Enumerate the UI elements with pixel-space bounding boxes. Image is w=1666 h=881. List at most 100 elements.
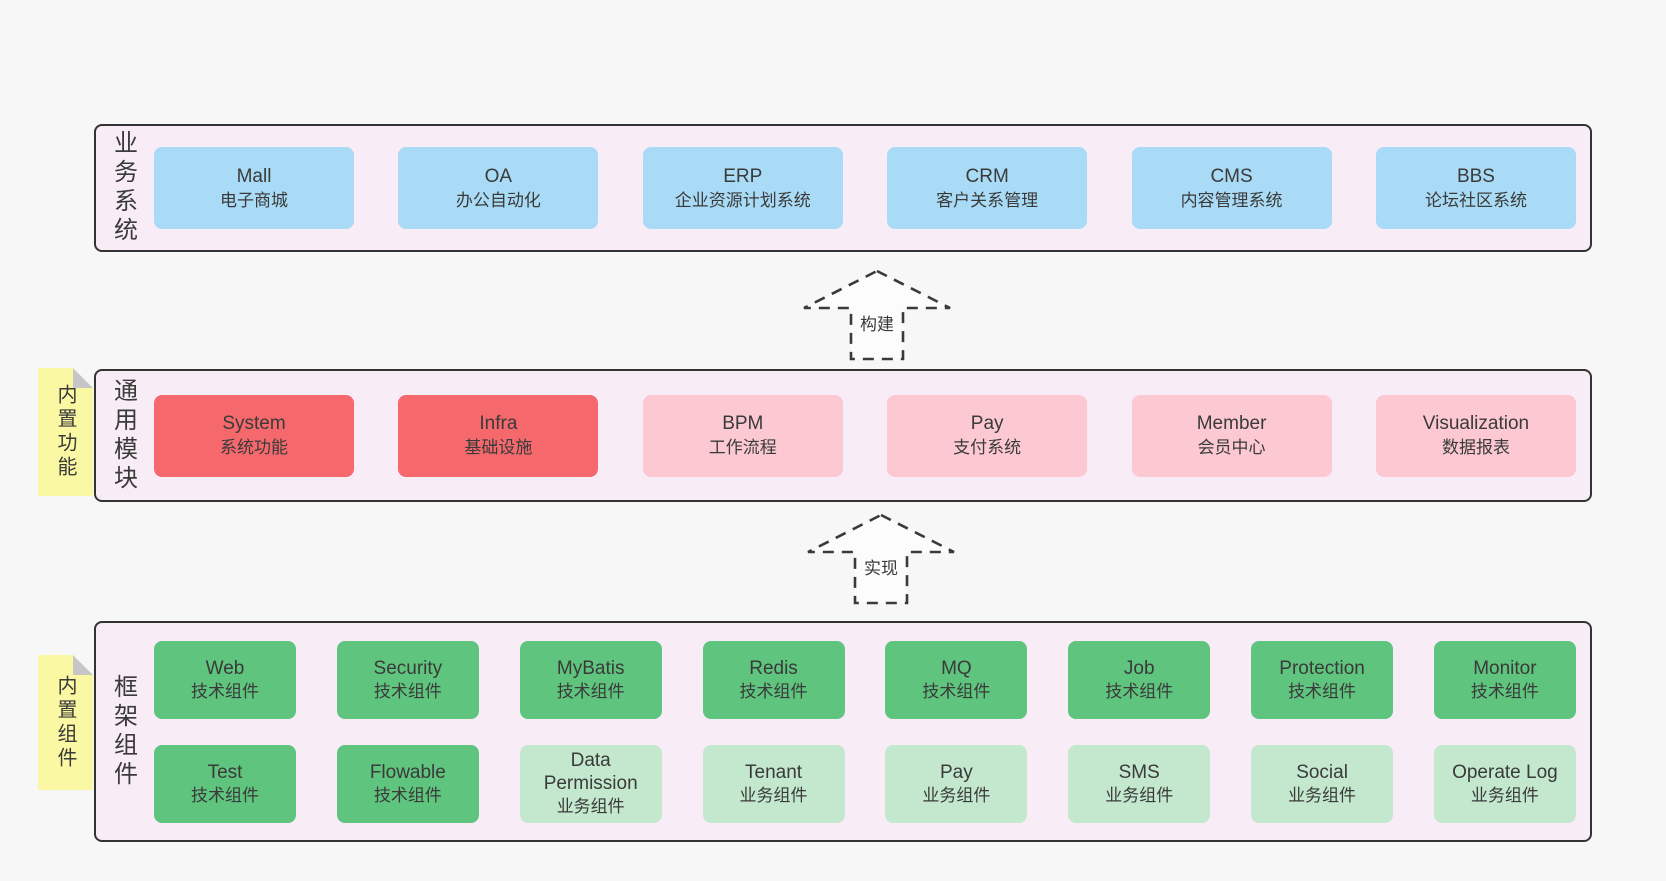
module-name: Monitor (1473, 657, 1537, 679)
module-name: Mall (236, 165, 272, 187)
module-desc: 会员中心 (1197, 438, 1266, 457)
module-desc: 业务组件 (1105, 785, 1174, 805)
box-bbs: BBS 论坛社区系统 (1375, 147, 1576, 229)
box-flowable: Flowable 技术组件 (336, 744, 479, 823)
module-name: Security (373, 657, 443, 679)
module-name: Social (1296, 761, 1348, 783)
module-desc: 技术组件 (739, 681, 808, 701)
box-job: Job 技术组件 (1068, 640, 1211, 719)
module-desc: 论坛社区系统 (1424, 190, 1527, 210)
module-desc: 业务组件 (1288, 785, 1357, 805)
module-name: CMS (1210, 165, 1253, 187)
box-member: Member 会员中心 (1131, 394, 1332, 477)
layer-business-systems: 业务系统 Mall 电子商城 OA 办公自动化 ERP 企业资源计划系统 CRM… (94, 124, 1592, 252)
build-arrow-label: 构建 (860, 315, 894, 334)
box-tenant: Tenant 业务组件 (702, 744, 845, 823)
module-name: Redis (749, 657, 798, 679)
module-name: SMS (1118, 761, 1160, 783)
module-name: ERP (723, 165, 763, 187)
layer-framework-components: 框架组件 Web 技术组件 Security 技术组件 MyBatis 技术组件… (94, 621, 1592, 842)
module-name: Visualization (1422, 413, 1530, 434)
module-name: MQ (941, 657, 972, 679)
build-arrow-icon: 构建 (803, 269, 951, 361)
module-name: Data Permission (543, 750, 638, 794)
module-name: Protection (1279, 657, 1365, 679)
module-name: Member (1196, 413, 1267, 434)
module-name: Job (1123, 657, 1155, 679)
module-name: Web (205, 657, 245, 679)
module-desc: 技术组件 (1288, 681, 1357, 701)
layer-label-business-systems: 业务系统 (109, 130, 137, 246)
layer-common-modules: 通用模块 System 系统功能 Infra 基础设施 BPM 工作流程 Pay… (94, 369, 1592, 502)
module-name: Operate Log (1452, 761, 1558, 783)
module-name: System (222, 413, 286, 434)
module-name: CRM (965, 165, 1009, 187)
box-bpm: BPM 工作流程 (642, 394, 843, 477)
box-test: Test 技术组件 (154, 744, 296, 823)
folded-corner-icon (73, 368, 93, 388)
common-modules-boxes: System 系统功能 Infra 基础设施 BPM 工作流程 Pay 支付系统… (150, 371, 1590, 500)
module-name: BBS (1456, 165, 1495, 187)
framework-row-1: Web 技术组件 Security 技术组件 MyBatis 技术组件 Redi… (154, 640, 1576, 719)
sticky-note-builtin-components: 内置组件 (38, 655, 93, 790)
module-desc: 业务组件 (739, 785, 808, 805)
module-desc: 业务组件 (922, 785, 991, 805)
framework-components-boxes: Web 技术组件 Security 技术组件 MyBatis 技术组件 Redi… (150, 623, 1590, 840)
box-infra: Infra 基础设施 (398, 394, 599, 477)
folded-corner-icon (73, 655, 93, 675)
module-name: OA (484, 165, 513, 187)
module-name: Tenant (745, 761, 803, 783)
box-system: System 系统功能 (154, 394, 354, 477)
module-desc: 业务组件 (1470, 785, 1539, 805)
module-desc: 客户关系管理 (936, 190, 1039, 210)
business-systems-boxes: Mall 电子商城 OA 办公自动化 ERP 企业资源计划系统 CRM 客户关系… (150, 126, 1590, 250)
box-visualization: Visualization 数据报表 (1375, 394, 1576, 477)
module-desc: 企业资源计划系统 (674, 190, 811, 210)
framework-row-2: Test 技术组件 Flowable 技术组件 Data Permission … (154, 744, 1576, 823)
layer-label-framework-components: 框架组件 (109, 673, 137, 790)
module-desc: 支付系统 (953, 438, 1022, 457)
box-monitor: Monitor 技术组件 (1433, 640, 1576, 719)
box-operate-log: Operate Log 业务组件 (1433, 744, 1576, 823)
box-protection: Protection 技术组件 (1251, 640, 1394, 719)
module-desc: 内容管理系统 (1180, 190, 1283, 210)
module-desc: 业务组件 (556, 797, 625, 816)
module-desc: 电子商城 (220, 190, 288, 210)
sticky-note-label: 内置组件 (54, 674, 76, 771)
module-name: Pay (970, 413, 1004, 434)
module-desc: 系统功能 (220, 438, 288, 457)
module-desc: 技术组件 (1105, 681, 1174, 701)
module-name: Flowable (369, 761, 446, 783)
module-desc: 技术组件 (373, 681, 442, 701)
box-pay: Pay 业务组件 (885, 744, 1028, 823)
module-name: BPM (722, 413, 764, 434)
module-desc: 数据报表 (1441, 438, 1510, 457)
layer-label-common-modules: 通用模块 (109, 377, 137, 494)
module-desc: 工作流程 (708, 438, 777, 457)
module-desc: 基础设施 (464, 438, 533, 457)
module-name: Infra (479, 413, 518, 434)
implement-arrow-label: 实现 (864, 559, 898, 578)
box-mybatis: MyBatis 技术组件 (519, 640, 662, 719)
box-mall: Mall 电子商城 (154, 147, 354, 229)
box-redis: Redis 技术组件 (702, 640, 845, 719)
box-security: Security 技术组件 (336, 640, 479, 719)
module-desc: 技术组件 (1470, 681, 1539, 701)
module-name: Pay (940, 761, 973, 783)
box-cms: CMS 内容管理系统 (1131, 147, 1332, 229)
box-social: Social 业务组件 (1251, 744, 1394, 823)
arrow-label-bg (858, 555, 904, 581)
sticky-note-builtin-features: 内置功能 (38, 368, 93, 496)
module-name: MyBatis (556, 657, 625, 679)
module-desc: 技术组件 (556, 681, 625, 701)
module-name: Test (207, 761, 243, 783)
box-web: Web 技术组件 (154, 640, 296, 719)
module-desc: 技术组件 (191, 785, 259, 805)
module-desc: 技术组件 (373, 785, 442, 805)
box-oa: OA 办公自动化 (398, 147, 599, 229)
box-pay: Pay 支付系统 (887, 394, 1088, 477)
box-erp: ERP 企业资源计划系统 (642, 147, 843, 229)
box-crm: CRM 客户关系管理 (887, 147, 1088, 229)
box-data-permission: Data Permission 业务组件 (519, 744, 662, 823)
